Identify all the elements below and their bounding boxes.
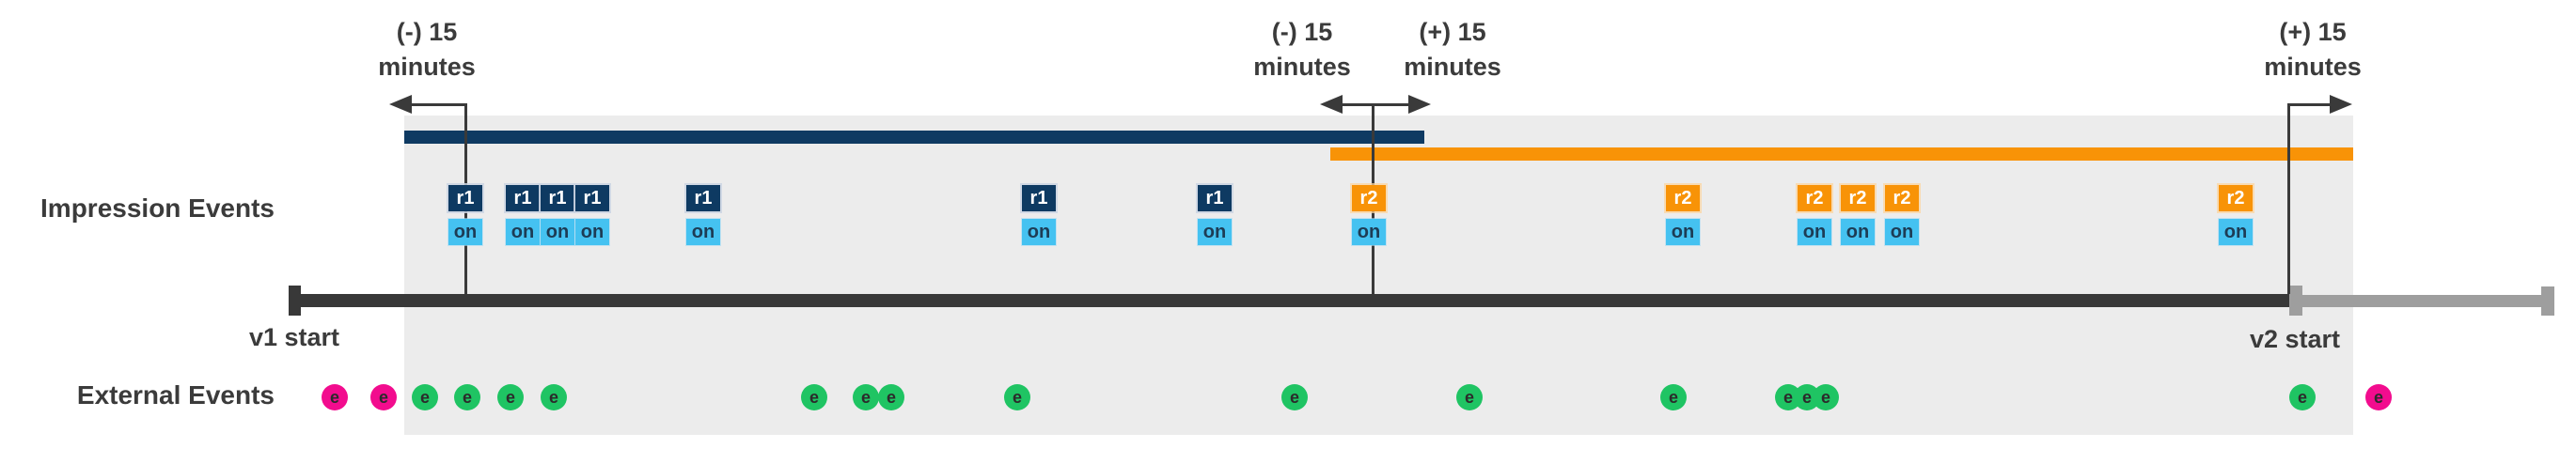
- impression-event-badge: r1: [1198, 185, 1232, 211]
- impression-event-state: on: [686, 219, 720, 245]
- external-events-row-label: External Events: [76, 380, 275, 410]
- impression-event-badge: r2: [1885, 185, 1919, 211]
- external-event-dot-green: e: [412, 384, 438, 410]
- impression-event-state: on: [2219, 219, 2253, 245]
- r1-duration-bar: [404, 131, 1424, 144]
- impression-event-r2: r2 on: [1352, 185, 1386, 245]
- impression-event-badge: r1: [1022, 185, 1056, 211]
- annotation-line: (+) 15: [1419, 18, 1486, 46]
- external-event-dot-green: e: [497, 384, 524, 410]
- impression-event-r2: r2 on: [1841, 185, 1875, 245]
- impression-event-state: on: [1885, 219, 1919, 245]
- external-event-dot-pink: e: [2365, 384, 2392, 410]
- impression-event-badge: r1: [686, 185, 720, 211]
- impression-event-state: on: [506, 219, 540, 245]
- impression-event-r1: r1 on: [1198, 185, 1232, 245]
- v2-timeline-bar: [2302, 295, 2542, 307]
- impression-event-badge: r2: [1352, 185, 1386, 211]
- external-event-dot-green: e: [2289, 384, 2316, 410]
- external-event-dot-pink: e: [370, 384, 397, 410]
- impression-event-badge: r1: [448, 185, 482, 211]
- v2-start-label: v2 start: [2249, 325, 2341, 353]
- external-event-dot-green: e: [1456, 384, 1483, 410]
- annotation-after-v2: (+) 15 minutes: [2264, 15, 2362, 85]
- impression-event-state: on: [1798, 219, 1831, 245]
- plus15-right-arrow-line: [2290, 103, 2332, 106]
- impression-event-state: on: [1352, 219, 1386, 245]
- impression-event-state: on: [575, 219, 609, 245]
- annotation-line: (-) 15: [396, 18, 458, 46]
- impression-event-r2: r2 on: [1885, 185, 1919, 245]
- r2-duration-bar: [1330, 147, 2353, 161]
- impression-event-r1: r1 on: [541, 185, 574, 245]
- v1-start-tick: [289, 286, 301, 316]
- impression-event-badge: r1: [541, 185, 574, 211]
- external-event-dot-green: e: [454, 384, 480, 410]
- external-event-dot-green: e: [1813, 384, 1839, 410]
- impression-event-r1: r1 on: [1022, 185, 1056, 245]
- v2-start-tick: [2289, 286, 2302, 316]
- external-event-dot-green: e: [853, 384, 879, 410]
- external-event-dot-green: e: [878, 384, 904, 410]
- arrow-left-icon: [389, 95, 412, 114]
- experiment-window-panel: [404, 116, 2353, 435]
- minus15-left-arrow-line: [410, 103, 465, 106]
- external-event-dot-green: e: [1004, 384, 1030, 410]
- impression-event-badge: r2: [1798, 185, 1831, 211]
- impression-event-state: on: [1022, 219, 1056, 245]
- v1-start-label: v1 start: [248, 323, 340, 351]
- v2-post-connector-line: [2287, 103, 2290, 294]
- annotation-before-v2: (-) 15 minutes: [1253, 15, 1351, 85]
- annotation-line: (+) 15: [2279, 18, 2347, 46]
- annotation-line: minutes: [1253, 53, 1351, 81]
- v2-timeline-end-tick: [2541, 286, 2554, 316]
- impression-event-badge: r2: [1841, 185, 1875, 211]
- plusminus15-mid-arrow-line: [1341, 103, 1410, 106]
- external-event-dot-green: e: [801, 384, 827, 410]
- impression-event-r2: r2 on: [1666, 185, 1700, 245]
- annotation-after-overlap: (+) 15 minutes: [1404, 15, 1501, 85]
- arrow-right-icon: [1408, 95, 1431, 114]
- impression-event-badge: r2: [1666, 185, 1700, 211]
- impression-event-r1: r1 on: [686, 185, 720, 245]
- impression-events-row-label: Impression Events: [40, 193, 275, 223]
- impression-event-state: on: [1198, 219, 1232, 245]
- annotation-line: minutes: [1404, 53, 1501, 81]
- impression-event-state: on: [448, 219, 482, 245]
- impression-event-r1: r1 on: [448, 185, 482, 245]
- annotation-line: minutes: [378, 53, 476, 81]
- external-event-dot-green: e: [1281, 384, 1308, 410]
- external-event-dot-green: e: [541, 384, 567, 410]
- external-event-dot-pink: e: [322, 384, 348, 410]
- impression-event-r1: r1 on: [575, 185, 609, 245]
- impression-event-badge: r1: [575, 185, 609, 211]
- impression-event-r2: r2 on: [2219, 185, 2253, 245]
- annotation-line: minutes: [2264, 53, 2362, 81]
- v1-timeline-bar: [293, 294, 2289, 307]
- impression-event-state: on: [1841, 219, 1875, 245]
- impression-event-state: on: [1666, 219, 1700, 245]
- annotation-before-v1: (-) 15 minutes: [378, 15, 476, 85]
- impression-event-r1: r1 on: [506, 185, 540, 245]
- arrow-left-icon: [1320, 95, 1343, 114]
- annotation-line: (-) 15: [1271, 18, 1333, 46]
- impression-event-badge: r2: [2219, 185, 2253, 211]
- external-event-dot-green: e: [1660, 384, 1687, 410]
- impression-event-badge: r1: [506, 185, 540, 211]
- arrow-right-icon: [2330, 95, 2352, 114]
- impression-event-r2: r2 on: [1798, 185, 1831, 245]
- impression-event-state: on: [541, 219, 574, 245]
